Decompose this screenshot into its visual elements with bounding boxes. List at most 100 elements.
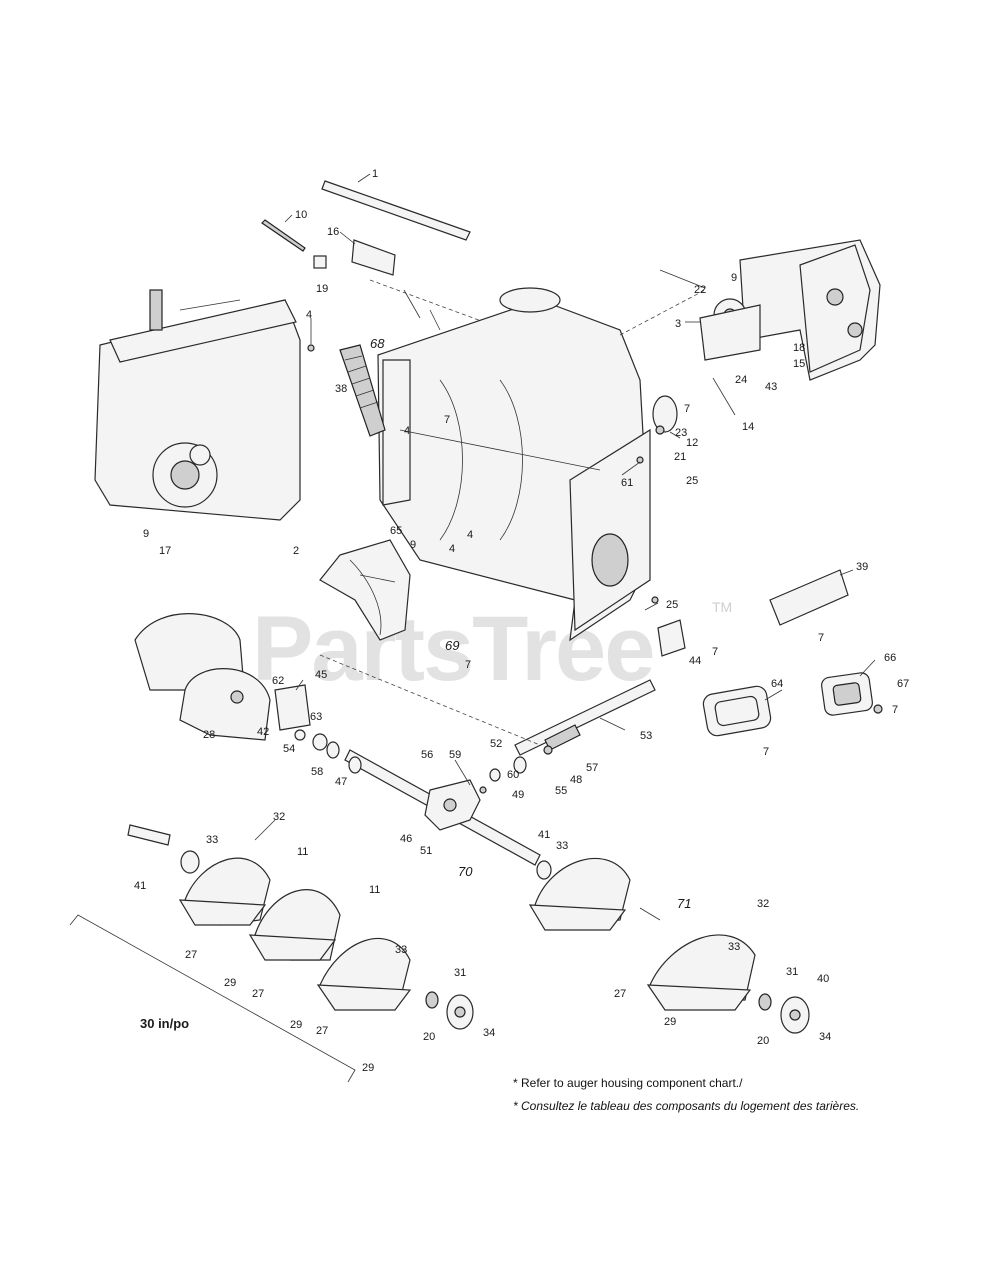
plate-part-44 <box>657 619 686 657</box>
callout-4b: 4 <box>404 425 410 437</box>
bolt-part-25 <box>651 596 659 604</box>
callout-17: 17 <box>159 545 171 557</box>
skid-shoe-part-2 <box>319 539 411 641</box>
bolt-part-4-top <box>307 344 315 352</box>
auger-flight-right-1 <box>528 857 631 931</box>
footnote-french: * Consultez le tableau des composants du… <box>513 1099 860 1113</box>
callout-34b: 34 <box>819 1031 831 1043</box>
callout-9a: 9 <box>143 528 149 540</box>
callout-27d: 27 <box>614 988 626 1000</box>
callout-33a: 33 <box>206 834 218 846</box>
callout-39: 39 <box>856 561 868 573</box>
bolt-part-61 <box>636 456 644 464</box>
callout-52: 52 <box>490 738 502 750</box>
bearing-part-20-left <box>425 991 439 1009</box>
bracket-part-16 <box>339 231 396 276</box>
hub-part-34-right <box>780 996 810 1034</box>
cable-part-10 <box>261 214 306 252</box>
callout-59: 59 <box>449 749 461 761</box>
callout-4c: 4 <box>449 543 455 555</box>
auger-flight-left-1 <box>178 857 271 926</box>
auger-housing <box>377 287 651 642</box>
callout-53: 53 <box>640 730 652 742</box>
callout-7f: 7 <box>892 704 898 716</box>
callout-66: 66 <box>884 652 896 664</box>
callout-32a: 32 <box>273 811 285 823</box>
callout-47: 47 <box>335 776 347 788</box>
callout-46: 46 <box>400 833 412 845</box>
callout-20b: 20 <box>757 1035 769 1047</box>
auger-flight-left-3 <box>316 937 412 1011</box>
bushing-part-41-right <box>536 860 552 880</box>
callout-9b: 9 <box>731 272 737 284</box>
callout-54: 54 <box>283 743 295 755</box>
callout-29b: 29 <box>290 1019 302 1031</box>
callout-4: 4 <box>306 309 312 321</box>
callout-7g: 7 <box>763 746 769 758</box>
auger-flight-right-2 <box>646 934 756 1011</box>
callout-65: 65 <box>390 525 402 537</box>
callout-25a: 25 <box>686 475 698 487</box>
callout-58: 58 <box>311 766 323 778</box>
callout-61: 61 <box>621 477 633 489</box>
callout-38: 38 <box>335 383 347 395</box>
gearbox-part-46 <box>424 779 481 831</box>
callout-28: 28 <box>203 729 215 741</box>
callout-16: 16 <box>327 226 339 238</box>
callout-44: 44 <box>689 655 701 667</box>
gearbox-housing-left <box>94 289 301 521</box>
callout-56: 56 <box>421 749 433 761</box>
hub-part-34-left <box>446 994 474 1030</box>
spring-part-38 <box>339 344 386 437</box>
callout-7c: 7 <box>818 632 824 644</box>
washer-set-right <box>479 745 553 794</box>
callout-31a: 31 <box>454 967 466 979</box>
callout-43: 43 <box>765 381 777 393</box>
callout-33c: 33 <box>395 944 407 956</box>
callout-55: 55 <box>555 785 567 797</box>
callout-49: 49 <box>512 789 524 801</box>
callout-63: 63 <box>310 711 322 723</box>
callout-31b: 31 <box>786 966 798 978</box>
callout-19: 19 <box>316 283 328 295</box>
bearing-part-23 <box>652 395 678 433</box>
callout-57: 57 <box>586 762 598 774</box>
callout-11b: 11 <box>369 884 380 896</box>
callout-71: 71 <box>677 896 691 911</box>
callout-24: 24 <box>735 374 747 386</box>
callout-51: 51 <box>420 845 432 857</box>
callout-27b: 27 <box>252 988 264 1000</box>
callout-29d: 29 <box>664 1016 676 1028</box>
callout-7b: 7 <box>684 403 690 415</box>
callout-68: 68 <box>370 336 385 351</box>
callout-42: 42 <box>257 726 269 738</box>
callout-20a: 20 <box>423 1031 435 1043</box>
callout-32b: 32 <box>757 898 769 910</box>
callout-41b: 41 <box>538 829 550 841</box>
callout-2: 2 <box>293 545 299 557</box>
callout-69: 69 <box>445 638 459 653</box>
callout-1: 1 <box>372 168 378 180</box>
callout-4d: 4 <box>467 529 473 541</box>
callout-10: 10 <box>295 209 307 221</box>
callout-33b: 33 <box>556 840 568 852</box>
callout-40: 40 <box>817 973 829 985</box>
plate-part-64 <box>702 685 772 737</box>
callout-3: 3 <box>675 318 681 330</box>
callout-67: 67 <box>897 678 909 690</box>
callout-33d: 33 <box>728 941 740 953</box>
callout-15: 15 <box>793 358 805 370</box>
callout-29a: 29 <box>224 977 236 989</box>
footnote-english: * Refer to auger housing component chart… <box>513 1076 743 1090</box>
bushing-set <box>274 684 362 774</box>
leader-lines <box>254 269 876 921</box>
callout-64: 64 <box>771 678 783 690</box>
callout-11a: 11 <box>297 846 308 858</box>
shaft-part-1 <box>321 173 471 241</box>
callout-62: 62 <box>272 675 284 687</box>
callout-23: 23 <box>675 427 687 439</box>
nut-part-12 <box>655 425 665 435</box>
gasket-part-66 <box>821 672 873 716</box>
pin-left <box>127 824 171 846</box>
